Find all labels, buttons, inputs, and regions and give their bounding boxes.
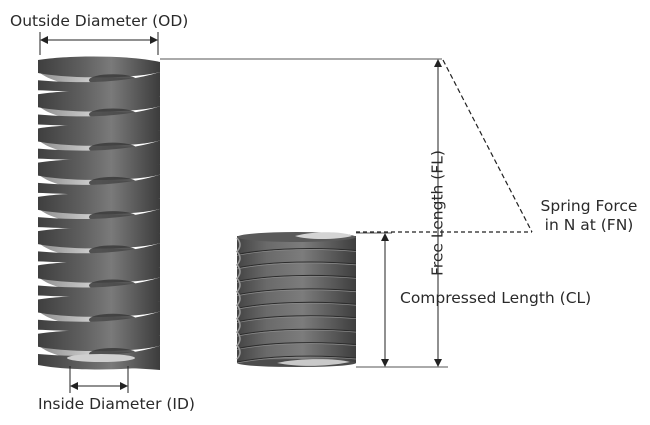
- coil-wire-back: [38, 243, 160, 268]
- free-length-label: Free Length (FL): [428, 150, 447, 276]
- compressed-length-label: Compressed Length (CL): [400, 289, 592, 307]
- coil-wire: [38, 330, 160, 352]
- compressed-coil-seam: [236, 301, 357, 309]
- coil-wire: [38, 124, 160, 146]
- inside-diameter-label: Inside Diameter (ID): [38, 395, 195, 413]
- coil-wire-back: [38, 140, 160, 165]
- compressed-coil-highlight: [236, 302, 357, 310]
- compressed-coil-highlight: [236, 276, 357, 283]
- compressed-coil-seam: [236, 261, 357, 269]
- compressed-coil-highlight: [236, 356, 357, 364]
- spring-coil: [38, 261, 160, 302]
- coil-end-bottom: [38, 355, 160, 370]
- compressed-coil-seam: [236, 248, 357, 255]
- compressed-coil-seam: [236, 315, 357, 323]
- force-dashed-slope: [442, 59, 533, 233]
- spring-force-label-line1: Spring Force: [540, 197, 638, 215]
- coil-wire-back: [38, 311, 160, 336]
- coil-wire: [38, 296, 160, 317]
- compressed-coil-highlight: [236, 343, 357, 350]
- spring-coil: [38, 124, 160, 165]
- coil-wire: [38, 159, 160, 181]
- cl-dimension: [356, 232, 392, 367]
- compressed-coil-highlight: [236, 329, 357, 337]
- compressed-coil-highlight: [236, 316, 357, 324]
- spring-coil: [38, 227, 160, 268]
- compressed-coil-seam: [236, 355, 357, 363]
- compressed-top-highlight: [295, 232, 352, 239]
- compressed-left-edge: [235, 237, 241, 360]
- spring-coil: [38, 56, 160, 97]
- free-length-spring: [38, 56, 160, 370]
- coil-wire-back: [38, 106, 160, 131]
- compressed-coil-highlight: [236, 289, 357, 297]
- coil-wire: [38, 227, 160, 249]
- spring-coil: [38, 159, 160, 199]
- compressed-coil-seam: [236, 274, 357, 282]
- compressed-coil-seam: [236, 328, 357, 336]
- spring-force-label-line2: in N at (FN): [544, 216, 634, 234]
- spring-coil: [38, 193, 160, 234]
- spring-force-indicator: [356, 59, 533, 233]
- compressed-body: [237, 236, 356, 363]
- spring-coil: [38, 90, 160, 131]
- compressed-spring: [235, 232, 357, 367]
- compressed-coil-seam: [236, 288, 357, 296]
- fl-dimension: [160, 58, 448, 368]
- outside-diameter-label: Outside Diameter (OD): [10, 12, 189, 30]
- compressed-coil-seam: [236, 342, 357, 350]
- id-dimension: [69, 366, 129, 393]
- coil-wire-back: [38, 174, 160, 199]
- compressed-coil-highlight: [236, 249, 357, 256]
- spring-coil: [38, 296, 160, 336]
- coil-end-highlight: [67, 354, 135, 362]
- coil-wire-back: [38, 208, 160, 234]
- coil-wire: [38, 193, 160, 215]
- coil-wire: [38, 56, 160, 78]
- coil-wire: [38, 261, 160, 283]
- coil-wire-back: [38, 277, 160, 302]
- coil-wire: [38, 90, 160, 112]
- compressed-bottom-highlight: [277, 359, 350, 366]
- compressed-coil-highlight: [236, 262, 357, 270]
- coil-wire-back: [38, 72, 160, 97]
- od-dimension: [39, 32, 159, 55]
